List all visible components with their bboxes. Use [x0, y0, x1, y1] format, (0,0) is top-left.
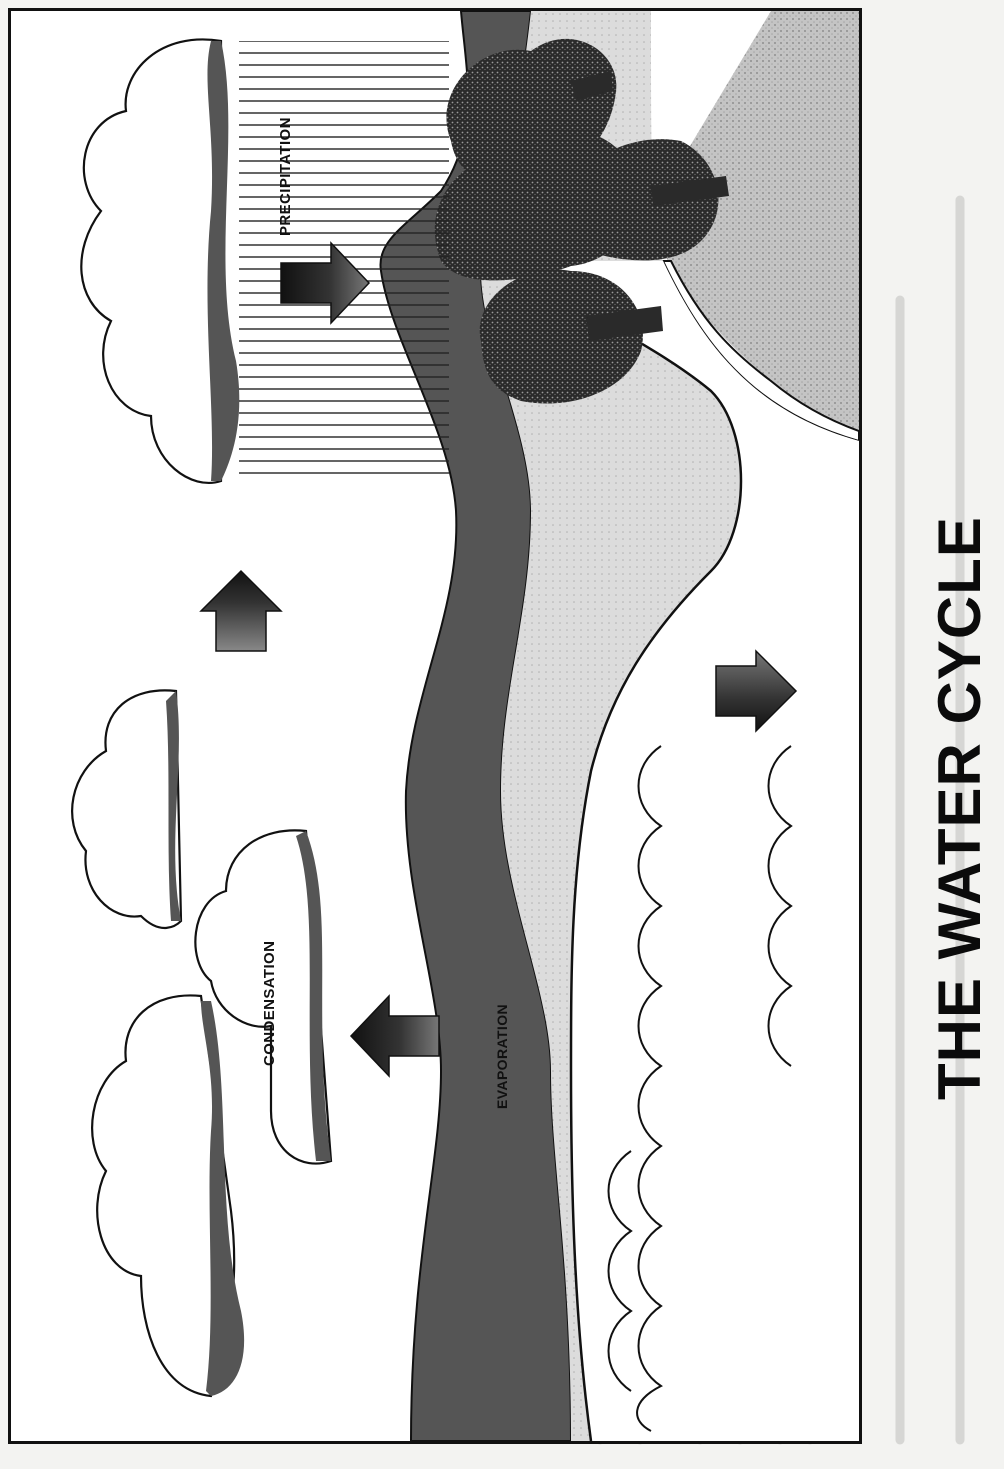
water-cycle-illustration — [71, 11, 859, 1441]
arrow-icon — [199, 241, 798, 1078]
precipitation-arrow — [280, 241, 371, 325]
condensation-label: CONDENSATION — [261, 940, 278, 1066]
shoreline — [515, 260, 743, 1441]
page-title: THE WATER CYCLE — [926, 516, 993, 1100]
condensation-arrow — [349, 994, 440, 1078]
rising-arrow — [199, 569, 283, 652]
evaporation-label: EVAPORATION — [494, 1004, 510, 1109]
diagram-frame: PRECIPITATION CONDENSATION EVAPORATION — [8, 8, 862, 1444]
evaporation-arrow — [715, 649, 798, 733]
horizon-sky — [661, 260, 859, 443]
ocean-waves — [607, 745, 793, 1432]
background-land — [651, 11, 859, 431]
lake — [516, 261, 859, 1441]
precipitation-label: PRECIPITATION — [277, 117, 294, 236]
tree-icon — [434, 38, 729, 404]
cloud-icon — [71, 38, 333, 1398]
